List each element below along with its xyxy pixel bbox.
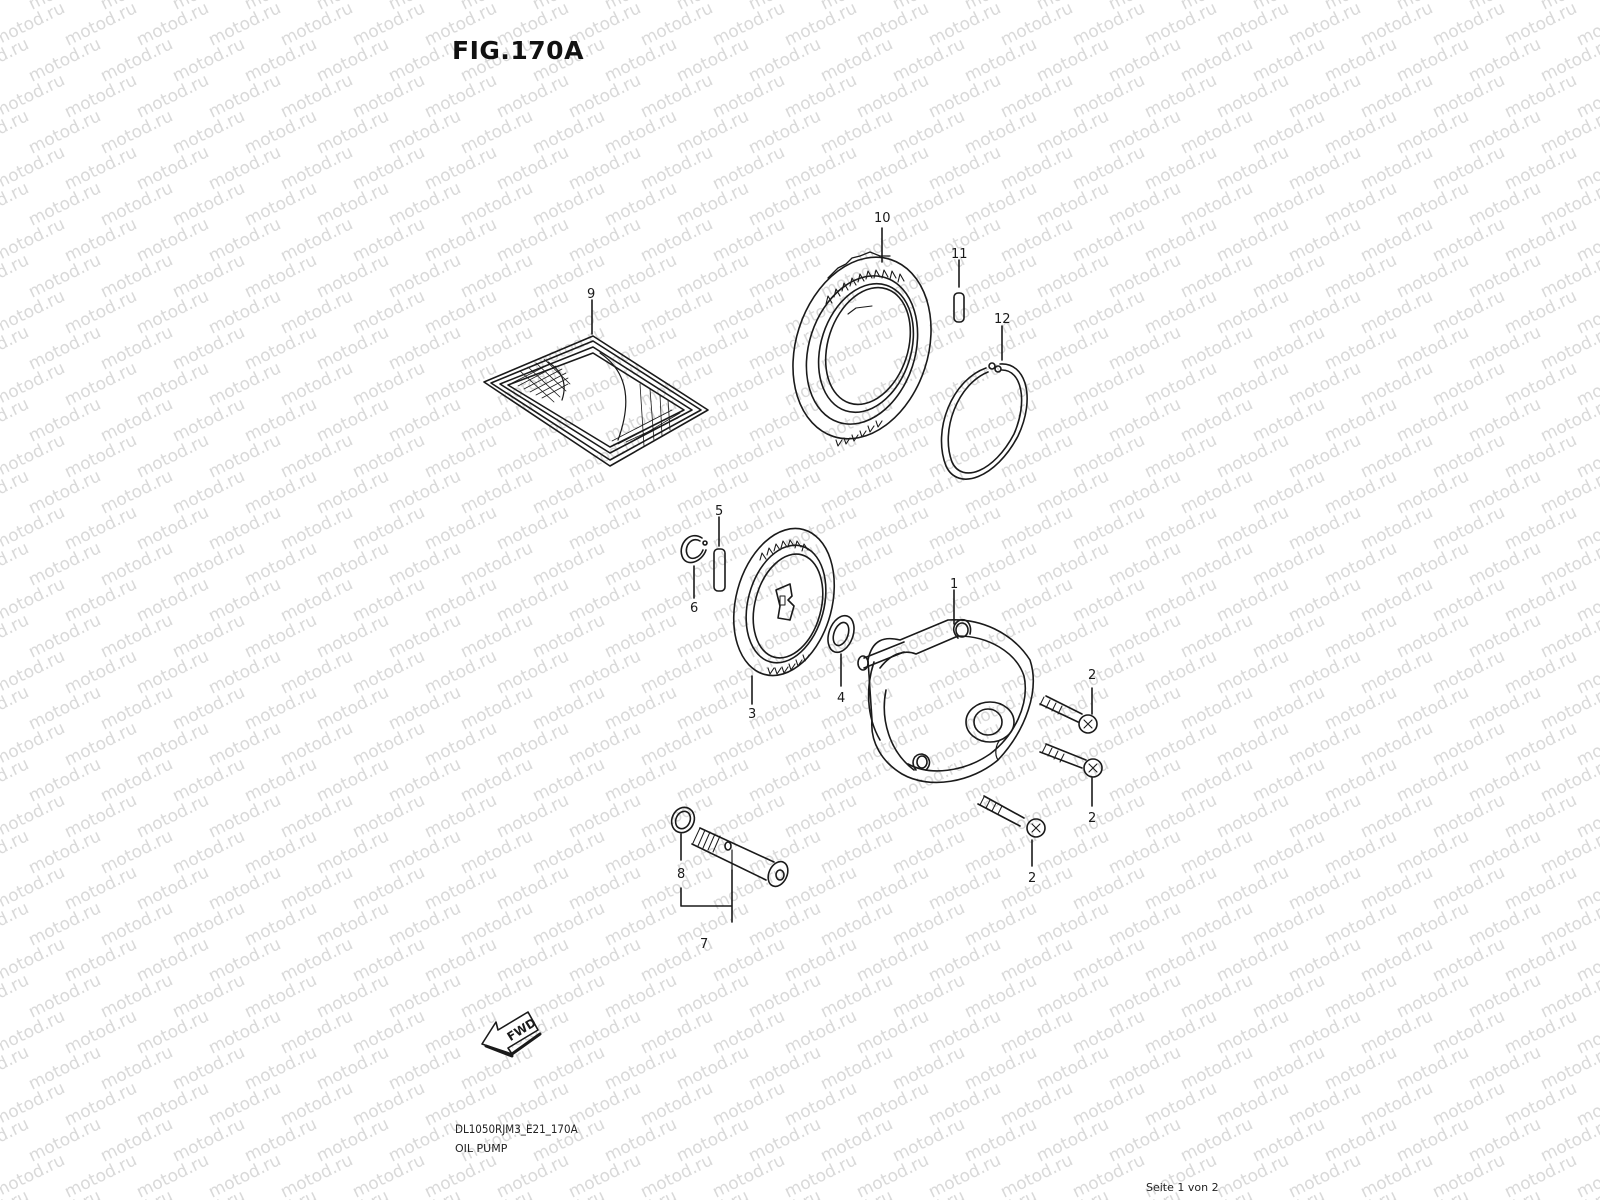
circlip-12 <box>940 362 1028 480</box>
figure-title: FIG.170A <box>452 36 584 65</box>
oil-pump-assembly <box>857 618 1034 784</box>
o-ring-8 <box>670 806 696 834</box>
callout-8: 8 <box>677 867 685 882</box>
starter-gear <box>792 251 932 447</box>
callout-9: 9 <box>587 287 595 302</box>
relief-valve-7 <box>691 827 789 888</box>
leader-7 <box>680 869 733 923</box>
callout-2a: 2 <box>1088 668 1096 683</box>
page-indicator: Seite 1 von 2 <box>1146 1181 1219 1194</box>
callout-6: 6 <box>690 601 698 616</box>
forward-arrow-icon: FWD <box>481 1011 542 1058</box>
pin-11 <box>953 292 965 323</box>
diagram-name: OIL PUMP <box>455 1142 508 1155</box>
diagram-code: DL1050RJM3_E21_170A <box>455 1122 578 1136</box>
callout-5: 5 <box>715 504 723 519</box>
screw-2b <box>1039 743 1103 778</box>
callout-7: 7 <box>700 937 708 952</box>
callout-2b: 2 <box>1088 811 1096 826</box>
strainer-screen <box>483 335 709 467</box>
callout-2c: 2 <box>1028 871 1036 886</box>
oil-pump-gear <box>732 527 836 677</box>
callout-3: 3 <box>748 707 756 722</box>
callout-4: 4 <box>837 691 845 706</box>
screw-2a <box>1039 695 1098 734</box>
screw-2c <box>977 795 1046 838</box>
washer-4 <box>827 614 855 654</box>
callout-11: 11 <box>951 247 968 262</box>
callout-1: 1 <box>950 577 958 592</box>
circlip-6 <box>680 534 708 564</box>
callout-12: 12 <box>994 312 1011 327</box>
callout-10: 10 <box>874 211 891 226</box>
pin-5 <box>713 548 726 592</box>
